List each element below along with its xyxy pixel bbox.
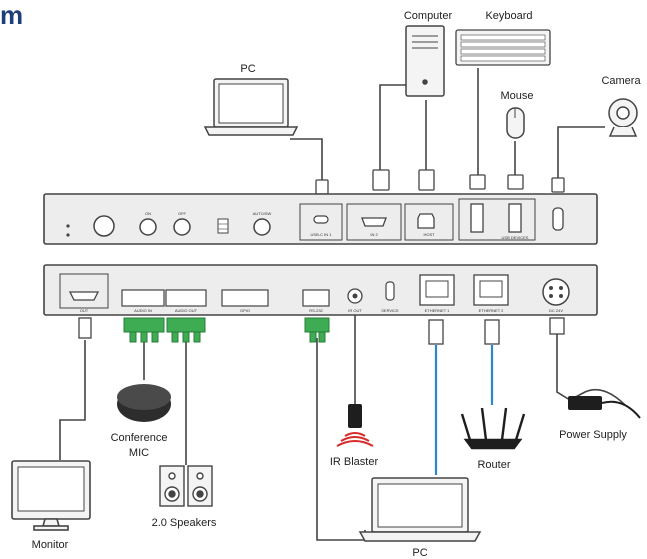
ethernet-cables (434, 345, 494, 475)
front-usb-devices-label: USB DEVICES (502, 235, 529, 240)
title-fragment: m (0, 0, 23, 30)
power-supply-icon (568, 396, 641, 419)
audio-out-terminal-icon (165, 289, 207, 307)
speakers-label: 2.0 Speakers (152, 517, 217, 529)
pc-bottom-label: PC (412, 547, 427, 559)
ir-blaster-icon (336, 404, 374, 447)
rear-gpio-label: GPIO (240, 308, 250, 313)
mouse-icon (506, 107, 525, 139)
usb-device-1-port-icon (470, 203, 484, 233)
pc-top-laptop-icon (203, 78, 299, 136)
conference-mic-label-line1: Conference (111, 432, 168, 444)
on-button-icon (139, 218, 157, 236)
ethernet-1-port-icon (419, 274, 455, 306)
gpio-terminal-icon (221, 289, 269, 307)
monitor-label: Monitor (32, 539, 69, 551)
conference-mic-icon (117, 384, 171, 422)
rear-ir-label: IR OUT (348, 308, 362, 313)
computer-label: Computer (404, 10, 453, 22)
rear-eth1-label: ETHERNET 1 (425, 308, 451, 313)
pc-top-label: PC (240, 63, 255, 75)
monitor-hdmi-cable (59, 340, 86, 460)
rear-out-label: OUT (80, 308, 89, 313)
dc-power-port-icon (542, 278, 570, 306)
usbc-camera-port-icon (552, 207, 564, 231)
camera-label: Camera (601, 75, 641, 87)
power-cable (556, 332, 626, 406)
front-on-label: ON (145, 211, 151, 216)
green-terminal-plugs (123, 317, 330, 343)
front-usbc-label: USB-C IN 1 (311, 232, 333, 237)
pc-bottom-laptop-icon (358, 477, 482, 542)
audio-in-terminal-icon (121, 289, 165, 307)
hdmi-out-port-icon (68, 291, 100, 301)
usb-device-2-port-icon (508, 203, 522, 233)
front-off-label: OFF (178, 211, 187, 216)
front-auto-label: AUTO/SW (253, 211, 272, 216)
rear-audio-in-label: AUDIO IN (134, 308, 152, 313)
conference-mic-label-line2: MIC (129, 447, 149, 459)
rear-dc-label: DC 24V (549, 308, 563, 313)
rs232-cable (316, 338, 366, 541)
ethernet-2-port-icon (473, 274, 509, 306)
off-button-icon (173, 218, 191, 236)
computer-hdmi-cable (379, 84, 414, 170)
service-port-icon (385, 281, 395, 301)
speakers-icon (159, 465, 213, 507)
hdmi-out-plug-icon (78, 317, 92, 339)
front-hdmi-label: IN 2 (370, 232, 378, 237)
usbc-in1-port-icon (313, 215, 329, 224)
power-supply-label: Power Supply (559, 429, 627, 441)
rear-audio-out-label: AUDIO OUT (175, 308, 198, 313)
rear-eth2-label: ETHERNET 2 (479, 308, 505, 313)
power-button-icon (93, 215, 115, 237)
front-host-label: HOST (423, 232, 435, 237)
router-label: Router (477, 459, 510, 471)
router-icon (460, 407, 526, 450)
rear-panel: OUT AUDIO IN AUDIO OUT GPIO RS-232 IR OU… (43, 264, 598, 316)
monitor-icon (11, 460, 91, 531)
usb-host-port-icon (417, 213, 435, 229)
auto-sw-button-icon (253, 218, 271, 236)
ethernet-plugs (428, 319, 500, 345)
computer-tower-icon (405, 25, 445, 97)
keyboard-icon (455, 29, 551, 66)
front-connectors (315, 169, 565, 195)
rear-service-label: SERVICE (381, 308, 399, 313)
rear-rs232-label: RS-232 (309, 308, 323, 313)
pc-usbc-cable (290, 138, 323, 188)
front-panel: ON OFF AUTO/SW USB-C IN 1 IN 2 HOST USB … (43, 193, 598, 245)
camera-usb-cable (557, 126, 605, 178)
camera-icon (608, 98, 638, 137)
ir-blaster-label: IR Blaster (330, 456, 379, 468)
keyboard-label: Keyboard (485, 10, 532, 22)
dc-plug-icon (549, 317, 565, 335)
hdmi-in2-port-icon (361, 217, 387, 227)
rs232-terminal-icon (302, 289, 330, 307)
mouse-label: Mouse (500, 90, 533, 102)
